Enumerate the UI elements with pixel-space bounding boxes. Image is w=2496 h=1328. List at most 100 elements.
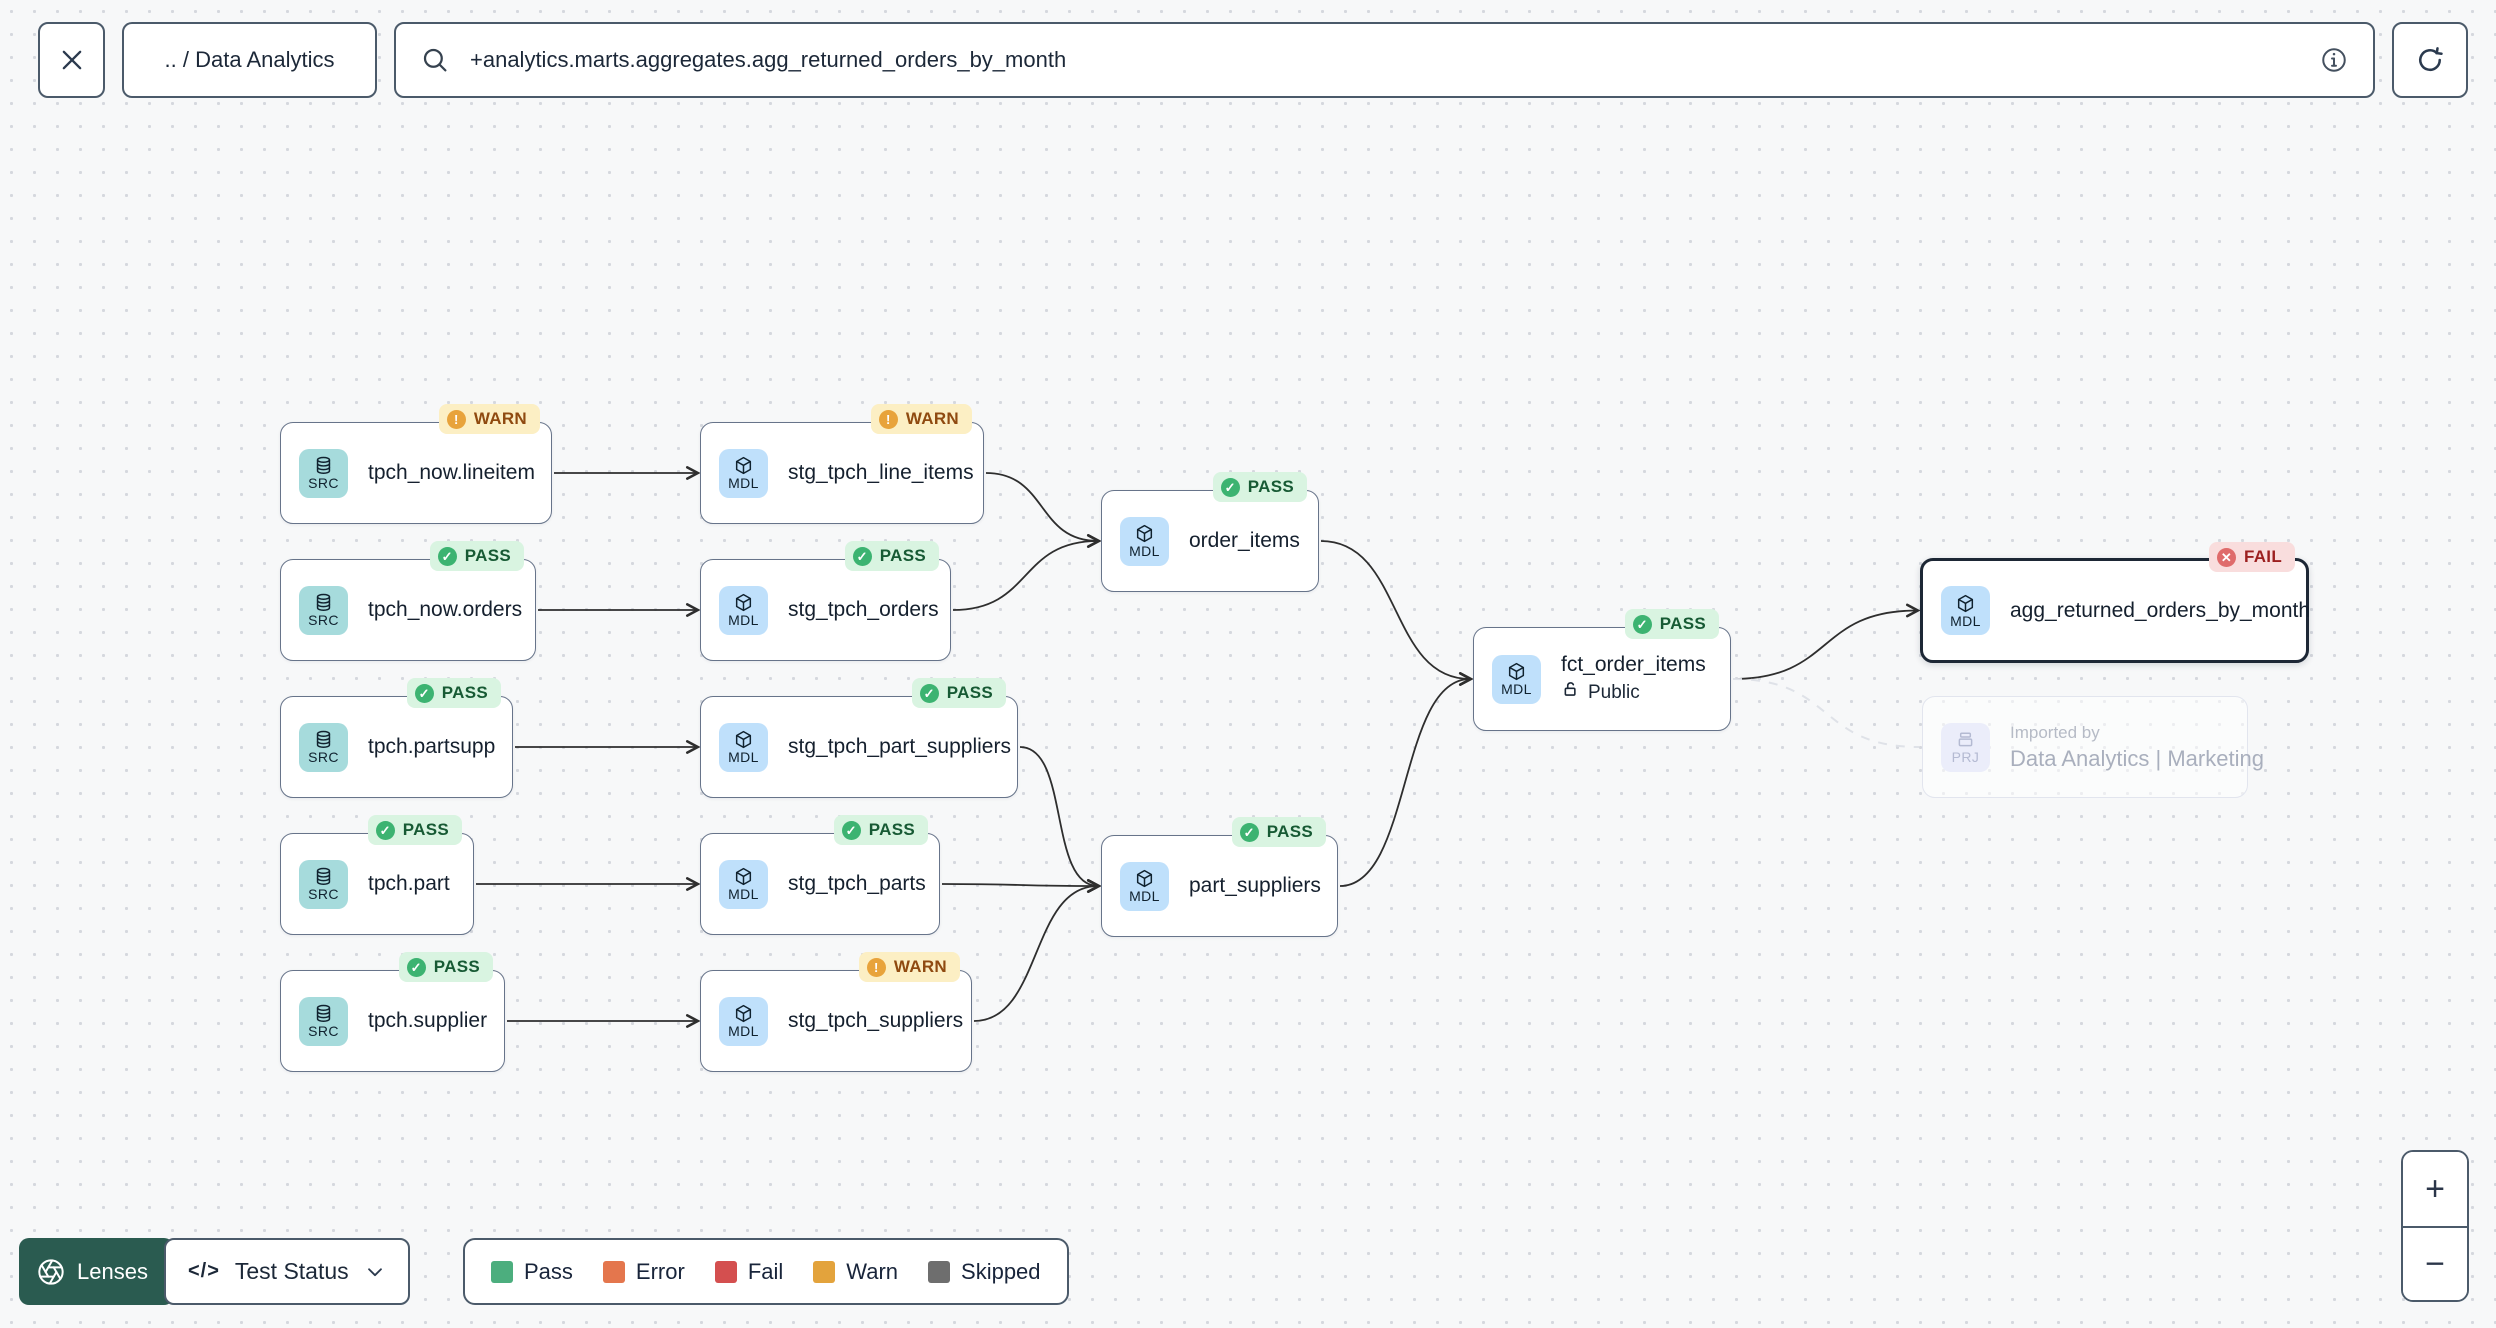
close-icon [62, 50, 81, 70]
node-text: tpch.part [368, 872, 450, 896]
status-badge-pass: ✓PASS [398, 952, 493, 982]
node-text: stg_tpch_parts [788, 872, 926, 896]
status-warn-icon: ! [878, 409, 898, 429]
model-cube-icon: MDL [1492, 654, 1541, 704]
chevron-down-icon [367, 1267, 382, 1276]
legend-swatch [491, 1260, 513, 1283]
node-type-label: MDL [728, 886, 759, 902]
database-icon: SRC [299, 996, 348, 1046]
node-type-label: SRC [308, 475, 339, 491]
node-type-label: MDL [1129, 888, 1160, 904]
status-warn-icon: ! [446, 409, 466, 429]
edge-order_items-to-fct_order_items [1320, 540, 1474, 686]
lens-controls: Lenses </> Test Status [19, 1238, 410, 1305]
edge-stg_tpch_line_items-to-order_items [985, 472, 1102, 548]
node-type-label: MDL [1501, 681, 1532, 697]
edge-part_suppliers-to-fct_order_items [1339, 672, 1474, 887]
graph-node-tpch_now.lineitem[interactable]: SRC tpch_now.lineitem !WARN [280, 404, 552, 524]
model-cube-icon: MDL [1941, 586, 1990, 635]
status-badge-pass: ✓PASS [1231, 817, 1326, 847]
node-text: stg_tpch_part_suppliers [788, 735, 1011, 759]
lenses-button[interactable]: Lenses [19, 1238, 174, 1305]
status-badge-fail: ✕FAIL [2208, 542, 2295, 572]
node-label: stg_tpch_orders [788, 598, 939, 621]
node-type-label: MDL [728, 475, 759, 491]
zoom-out-button[interactable]: − [2403, 1226, 2467, 1300]
status-badge-pass: ✓PASS [833, 815, 928, 845]
legend-item-error: Error [602, 1259, 685, 1285]
info-icon[interactable] [2319, 45, 2349, 75]
search-box[interactable]: +analytics.marts.aggregates.agg_returned… [394, 22, 2375, 98]
zoom-controls: + − [2401, 1150, 2469, 1302]
lenses-label: Lenses [77, 1258, 148, 1284]
node-text: tpch.partsupp [368, 735, 495, 759]
refresh-icon [2419, 47, 2443, 72]
edge-stg_tpch_parts-to-part_suppliers [941, 879, 1102, 893]
aperture-icon [38, 1258, 64, 1285]
status-pass-icon: ✓ [437, 546, 457, 566]
node-type-label: MDL [728, 612, 759, 628]
status-badge-warn: !WARN [438, 404, 540, 434]
node-type-label: MDL [1129, 543, 1160, 559]
node-type-label: SRC [308, 1023, 339, 1039]
status-pass-icon: ✓ [1239, 822, 1259, 842]
graph-node-stg_tpch_parts[interactable]: MDL stg_tpch_parts ✓PASS [700, 815, 940, 935]
model-cube-icon: MDL [719, 722, 768, 772]
legend-item-skipped: Skipped [928, 1259, 1041, 1285]
search-icon [423, 48, 447, 72]
graph-node-stg_tpch_orders[interactable]: MDL stg_tpch_orders ✓PASS [700, 541, 951, 661]
status-badge-pass: ✓PASS [911, 678, 1006, 708]
status-badge-pass: ✓PASS [844, 541, 939, 571]
model-cube-icon: MDL [719, 448, 768, 498]
node-type-label: MDL [1950, 612, 1981, 629]
legend-item-fail: Fail [714, 1259, 783, 1285]
node-text: stg_tpch_suppliers [788, 1009, 963, 1033]
model-cube-icon: MDL [719, 585, 768, 635]
toolbar: .. / Data Analytics +analytics.marts.agg… [38, 22, 2468, 98]
node-label: tpch.part [368, 872, 450, 895]
edge-stg_tpch_suppliers-to-part_suppliers [973, 879, 1102, 1022]
node-type-label: SRC [308, 886, 339, 902]
close-button[interactable] [38, 22, 105, 98]
model-cube-icon: MDL [1120, 516, 1169, 566]
node-type-label: SRC [308, 749, 339, 765]
legend-swatch [602, 1260, 625, 1283]
node-text: tpch_now.orders [368, 598, 522, 622]
code-icon: </> [187, 1260, 220, 1282]
node-label: tpch.partsupp [368, 735, 496, 758]
database-icon: SRC [299, 722, 348, 772]
status-badge-warn: !WARN [870, 404, 972, 434]
edge-stg_tpch_orders-to-order_items [952, 534, 1102, 611]
edge-stg_tpch_part_suppliers-to-part_suppliers [1019, 746, 1102, 893]
status-pass-icon: ✓ [1632, 614, 1652, 634]
refresh-button[interactable] [2392, 22, 2468, 98]
node-text: tpch.supplier [368, 1009, 487, 1033]
edge-fct_order_items-to-agg_returned_orders_by_month [1732, 603, 1921, 680]
legend-swatch [928, 1260, 951, 1283]
graph-node-stg_tpch_part_suppliers[interactable]: MDL stg_tpch_part_suppliers ✓PASS [700, 678, 1018, 798]
breadcrumb[interactable]: .. / Data Analytics [122, 22, 377, 98]
legend-item-pass: Pass [491, 1259, 573, 1285]
node-label: tpch.supplier [368, 1009, 488, 1032]
legend-label: Warn [846, 1258, 899, 1284]
lens-select[interactable]: </> Test Status [163, 1238, 410, 1305]
graph-node-tpch.supplier[interactable]: SRC tpch.supplier ✓PASS [280, 952, 505, 1072]
lens-selected-label: Test Status [234, 1258, 349, 1284]
node-label: tpch_now.lineitem [368, 461, 535, 484]
search-input[interactable]: +analytics.marts.aggregates.agg_returned… [470, 47, 1067, 72]
node-text: tpch_now.lineitem [368, 461, 535, 485]
zoom-in-button[interactable]: + [2403, 1152, 2467, 1226]
